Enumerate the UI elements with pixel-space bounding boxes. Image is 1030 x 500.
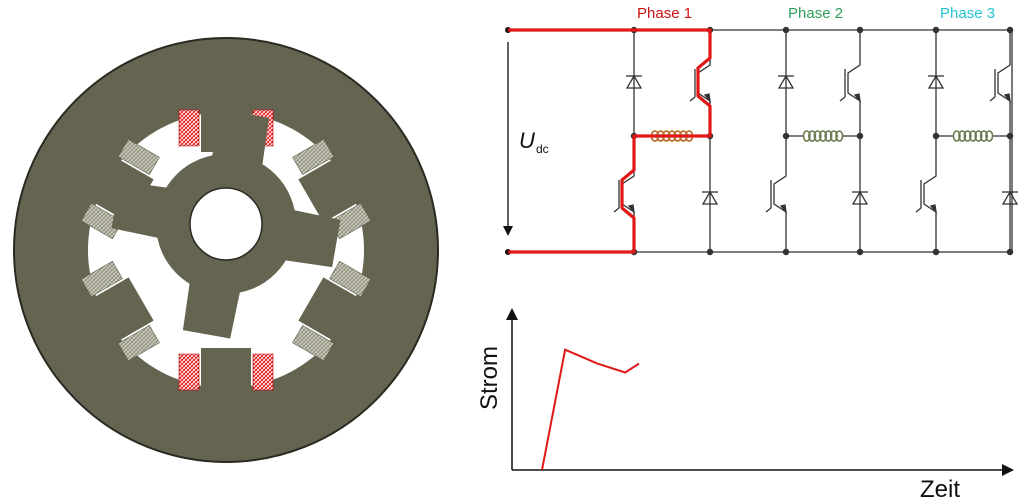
y-axis-arrow [506,308,518,320]
rotor-pole [270,207,341,268]
winding-inactive [292,138,335,176]
igbt-gate-lead [915,207,922,213]
junction-dot [1006,26,1014,34]
coil-turn [958,130,967,142]
junction-dot [782,132,790,140]
diode [625,74,643,89]
winding-active [252,353,274,391]
igbt-gate-lead [689,96,696,102]
winding-inactive [117,138,160,176]
coil-turn [835,130,844,142]
winding-inactive [329,260,372,298]
junction-dot [932,26,940,34]
diode [1001,190,1019,205]
current-series-line [541,348,640,471]
udc-subscript: dc [536,142,549,156]
igbt-arrow [929,204,937,215]
junction-dot [1006,248,1014,256]
coil-turn [952,130,961,142]
diode [927,74,945,89]
phase1-label: Phase 1 [637,5,692,22]
winding-inactive [80,202,123,240]
rotor-pole [182,268,243,339]
stator-tooth [87,277,154,345]
rotor-pole [209,109,270,180]
coil-turn [808,130,817,142]
phase3-leg [915,26,1019,256]
diode [851,190,869,205]
coil-turn [824,130,833,142]
junction-dot [856,248,864,256]
udc-arrowhead [503,226,513,236]
phase2-leg [765,26,869,256]
phase-legs [613,26,1019,256]
junction-dot [706,248,714,256]
igbt-gate-lead [839,96,846,102]
winding-inactive [117,324,160,362]
junction-dot [856,26,864,34]
igbt-switch [847,30,861,136]
coil-turn [802,130,811,142]
stator-tooth [298,155,365,223]
winding-active [178,353,200,391]
diode [777,74,795,89]
igbt-arrow [1003,93,1011,104]
junction-dot [782,26,790,34]
igbt-gate-lead [765,207,772,213]
current-plot: Strom Zeit [476,308,1014,500]
winding-inactive [292,324,335,362]
junction-dot [1006,132,1014,140]
igbt-switch [697,30,711,136]
y-axis-label: Strom [476,346,503,410]
stator-tooth [298,277,365,345]
coil-turn [979,130,988,142]
igbt-switch [997,30,1011,136]
winding-inactive [80,260,123,298]
phase1-current-path [508,28,712,254]
coil-turn [818,130,828,142]
x-axis-label: Zeit [920,476,960,500]
phase2-label: Phase 2 [788,5,843,22]
winding-active [178,109,200,147]
shaft-bore [189,187,263,261]
junction-dot [856,132,864,140]
coil-turn [813,130,822,142]
junction-dot [932,132,940,140]
phase3-label: Phase 3 [940,5,995,22]
igbt-switch [773,136,787,252]
coil-turn [963,130,972,142]
igbt-arrow [703,93,711,104]
diode [701,190,719,205]
igbt-switch [621,136,635,252]
junction-dot [782,248,790,256]
igbt-arrow [627,204,635,215]
stator-tooth [201,348,251,395]
motor-cross-section [13,37,439,463]
inverter-circuit [503,26,1019,256]
rotor [111,109,341,339]
coil-turn [968,130,978,142]
coil-turn [974,130,983,142]
igbt-gate-lead [989,96,996,102]
igbt-gate-lead [613,207,620,213]
coil-turn [829,130,838,142]
phase1-leg [613,26,719,256]
rotor-pole [111,180,182,241]
udc-symbol: U [519,128,535,153]
igbt-arrow [853,93,861,104]
coil-turn [985,130,994,142]
igbt-arrow [779,204,787,215]
igbt-switch [923,136,937,252]
x-axis-arrow [1002,464,1014,476]
junction-dot [932,248,940,256]
